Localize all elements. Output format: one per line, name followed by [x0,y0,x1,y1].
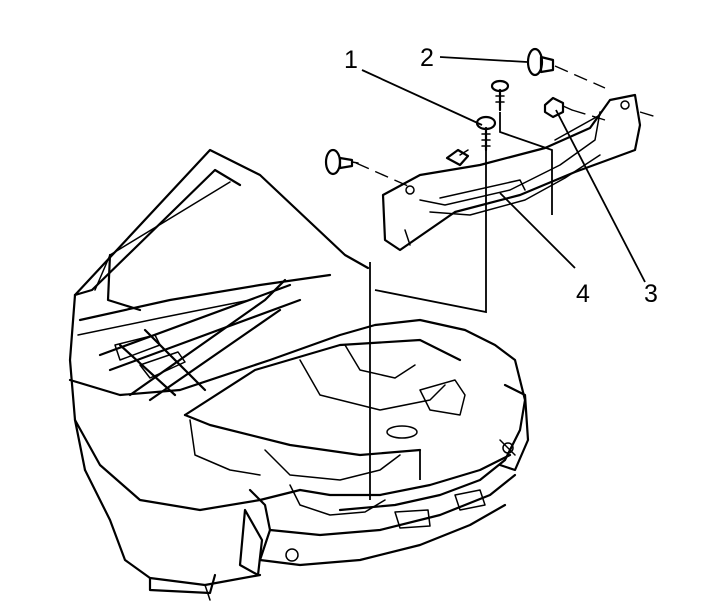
callout-leaders [361,56,646,283]
screw-fastener-left [445,148,470,167]
push-pin-retainer-2 [526,47,555,77]
installation-guide-lines [355,65,661,187]
nut-fastener-3 [543,96,573,119]
vehicle-rear-body [68,148,530,601]
trim-panel-part-4 [381,93,642,252]
push-pin-retainer-left [324,148,359,176]
screw-fastener-1 [475,115,497,152]
alignment-lines [369,112,553,500]
callout-1: 1 [344,46,358,74]
screw-fastener-top [490,79,510,112]
callout-2: 2 [420,44,434,72]
callout-3: 3 [644,280,658,308]
callout-4: 4 [576,280,590,308]
